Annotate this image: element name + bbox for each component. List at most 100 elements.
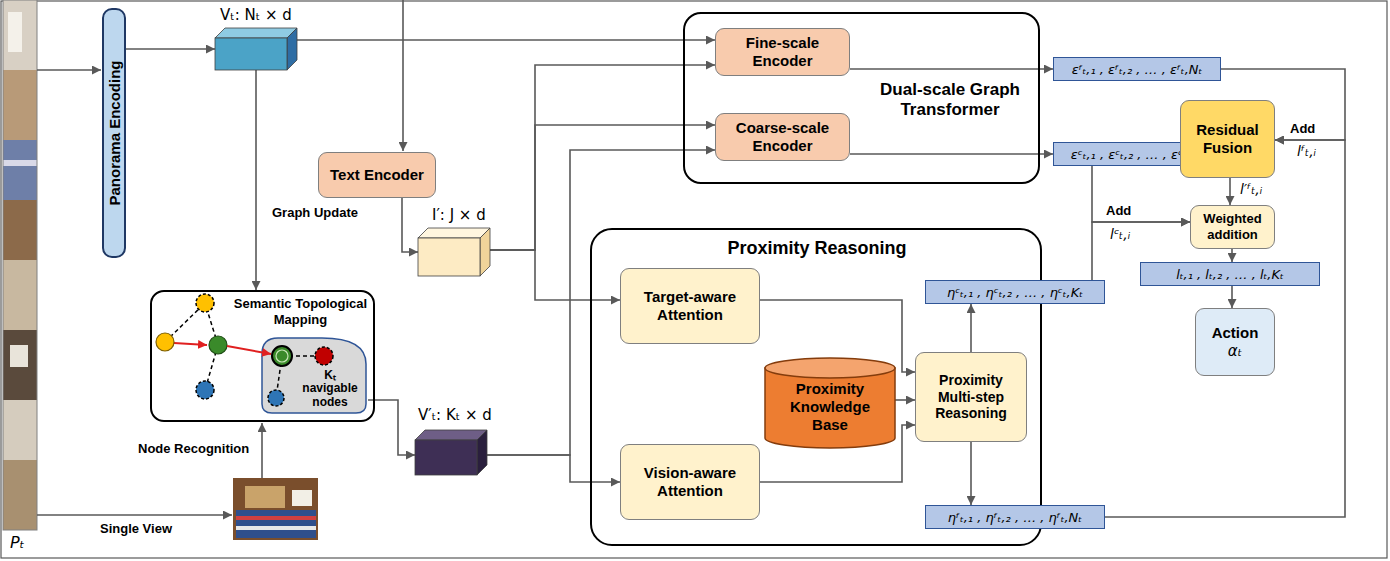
connector [297,39,715,41]
free-label: Add [1106,203,1131,218]
view-bed [236,510,316,538]
cuboid-front [215,38,287,70]
text-block: Vision-aware Attention [627,464,753,500]
text-block: lₜ,₁ , lₜ,₂ , … , lₜ,Kₜ [1176,264,1284,283]
panorama-tile [3,260,37,330]
cylinder-body [765,368,895,448]
panorama-frame [10,345,28,367]
text-block: Coarse-scale Encoder [722,119,843,155]
connector [490,65,715,250]
connector [255,70,257,290]
sequence-text: εᶠₜ,₁ , εᶠₜ,₂ , … , εᶠₜ,Nₜ [1072,62,1203,77]
view-stripe [236,516,316,520]
text-block: ηᶠₜ,₁ , ηᶠₜ,₂ , … , ηᶠₜ,Nₜ [948,507,1082,526]
text-block: Fine-scale Encoder [722,34,843,70]
cuboid-shape [215,28,297,70]
connector [970,304,972,352]
module-frame: Proximity ReasoningTarget-aware Attentio… [590,228,1042,546]
frame-title: Semantic Topological Mapping [227,296,374,327]
process-box: Vision-aware Attention [620,444,760,520]
connector [368,400,415,455]
tensor-label: I′: J × d [432,206,486,224]
graph-node [315,347,333,365]
graph-illustration [156,294,227,399]
panorama-tile [3,330,37,400]
node-text: Action [1202,324,1268,342]
process-box: Coarse-scale Encoder [715,113,850,161]
cuboid-shape [415,430,487,475]
node-text: Coarse-scale Encoder [722,119,843,155]
node-text: Target-aware Attention [627,288,753,324]
graph-node [196,294,214,312]
connector [1105,140,1345,517]
text-block: Residual Fusion [1187,121,1268,157]
text-block: Proximity Knowledge Base [773,380,887,434]
process-box: Fine-scale Encoder [715,28,850,76]
connector [1231,286,1233,308]
sequence-text: ηᶠₜ,₁ , ηᶠₜ,₂ , … , ηᶠₜ,Nₜ [948,510,1082,525]
panorama-tile [3,70,37,140]
connector [402,198,418,252]
free-label: Add [1290,121,1315,136]
text-block: Target-aware Attention [627,288,753,324]
free-label: lᶠₜ,ᵢ [1297,143,1316,159]
node-recognition-arrow [261,423,263,478]
panorama-tile [3,140,37,200]
text-block: εᶠₜ,₁ , εᶠₜ,₂ , … , εᶠₜ,Nₜ [1072,59,1203,78]
node-region: Kₜ navigable nodes [262,334,368,414]
feature-tensor: Vₜ: Nₜ × d [215,28,297,70]
process-box: Target-aware Attention [620,268,760,344]
token-sequence: εᶠₜ,₁ , εᶠₜ,₂ , … , εᶠₜ,Nₜ [1053,57,1221,81]
cuboid-shape [418,228,490,276]
process-box: Residual Fusion [1180,100,1275,178]
encoder-bar: Panorama Encoding [102,8,126,258]
text-block: ηᶜₜ,₁ , ηᶜₜ,₂ , … , ηᶜₜ,Kₜ [947,282,1083,301]
sequence-text: lₜ,₁ , lₜ,₂ , … , lₜ,Kₜ [1176,267,1284,282]
node-text: Proximity Knowledge Base [773,380,887,434]
cuboid-top [215,28,297,38]
panorama-arrow [37,69,101,71]
connector [970,442,972,505]
node-text: Text Encoder [325,166,429,184]
panorama-tile [3,400,37,460]
tensor-label: V′ₜ: Kₜ × d [418,406,492,424]
cuboid-top [418,228,490,238]
panorama-strip [3,0,37,530]
cuboid-top [415,430,487,440]
connector [487,455,620,482]
text-block: Proximity Multi-step Reasoning [922,372,1020,422]
connector [490,250,620,300]
text-block: Actionαₜ [1202,324,1268,360]
graph-node [268,390,284,406]
node-text: Vision-aware Attention [627,464,753,500]
free-label: Single View [100,521,172,536]
view-lamp [292,490,312,506]
token-sequence: ηᶠₜ,₁ , ηᶠₜ,₂ , … , ηᶠₜ,Nₜ [925,505,1105,529]
node-text: αₜ [1202,342,1268,360]
module-frame: Semantic Topological Mapping Kₜ navigable… [150,290,375,422]
cuboid-side [480,228,490,276]
edge-label: Graph Update [270,205,360,220]
connector [1231,249,1233,262]
region-outline [262,338,366,413]
node-text: Weighted addition [1197,211,1268,242]
module-frame: Dual-scale Graph TransformerFine-scale E… [683,12,1040,184]
panorama-window [8,12,22,52]
graph-path-arrow [174,343,207,345]
node-text: Residual Fusion [1187,121,1268,157]
cuboid-front [418,238,480,276]
connector [850,68,1053,70]
frame-title: Proximity Reasoning [722,238,912,260]
feature-tensor: V′ₜ: Kₜ × d [415,430,487,475]
connector [490,125,715,250]
panorama-tile [3,0,37,70]
cuboid-side [477,430,487,475]
output-box: Actionαₜ [1195,308,1275,376]
single-view-arrow [37,514,232,516]
database-cylinder: Proximity Knowledge Base [765,358,895,448]
graph-node [156,333,174,351]
process-box: Proximity Multi-step Reasoning [915,352,1027,442]
panorama-tile [3,200,37,260]
edge-label: l′ᶠₜ,ᵢ [1238,181,1264,197]
